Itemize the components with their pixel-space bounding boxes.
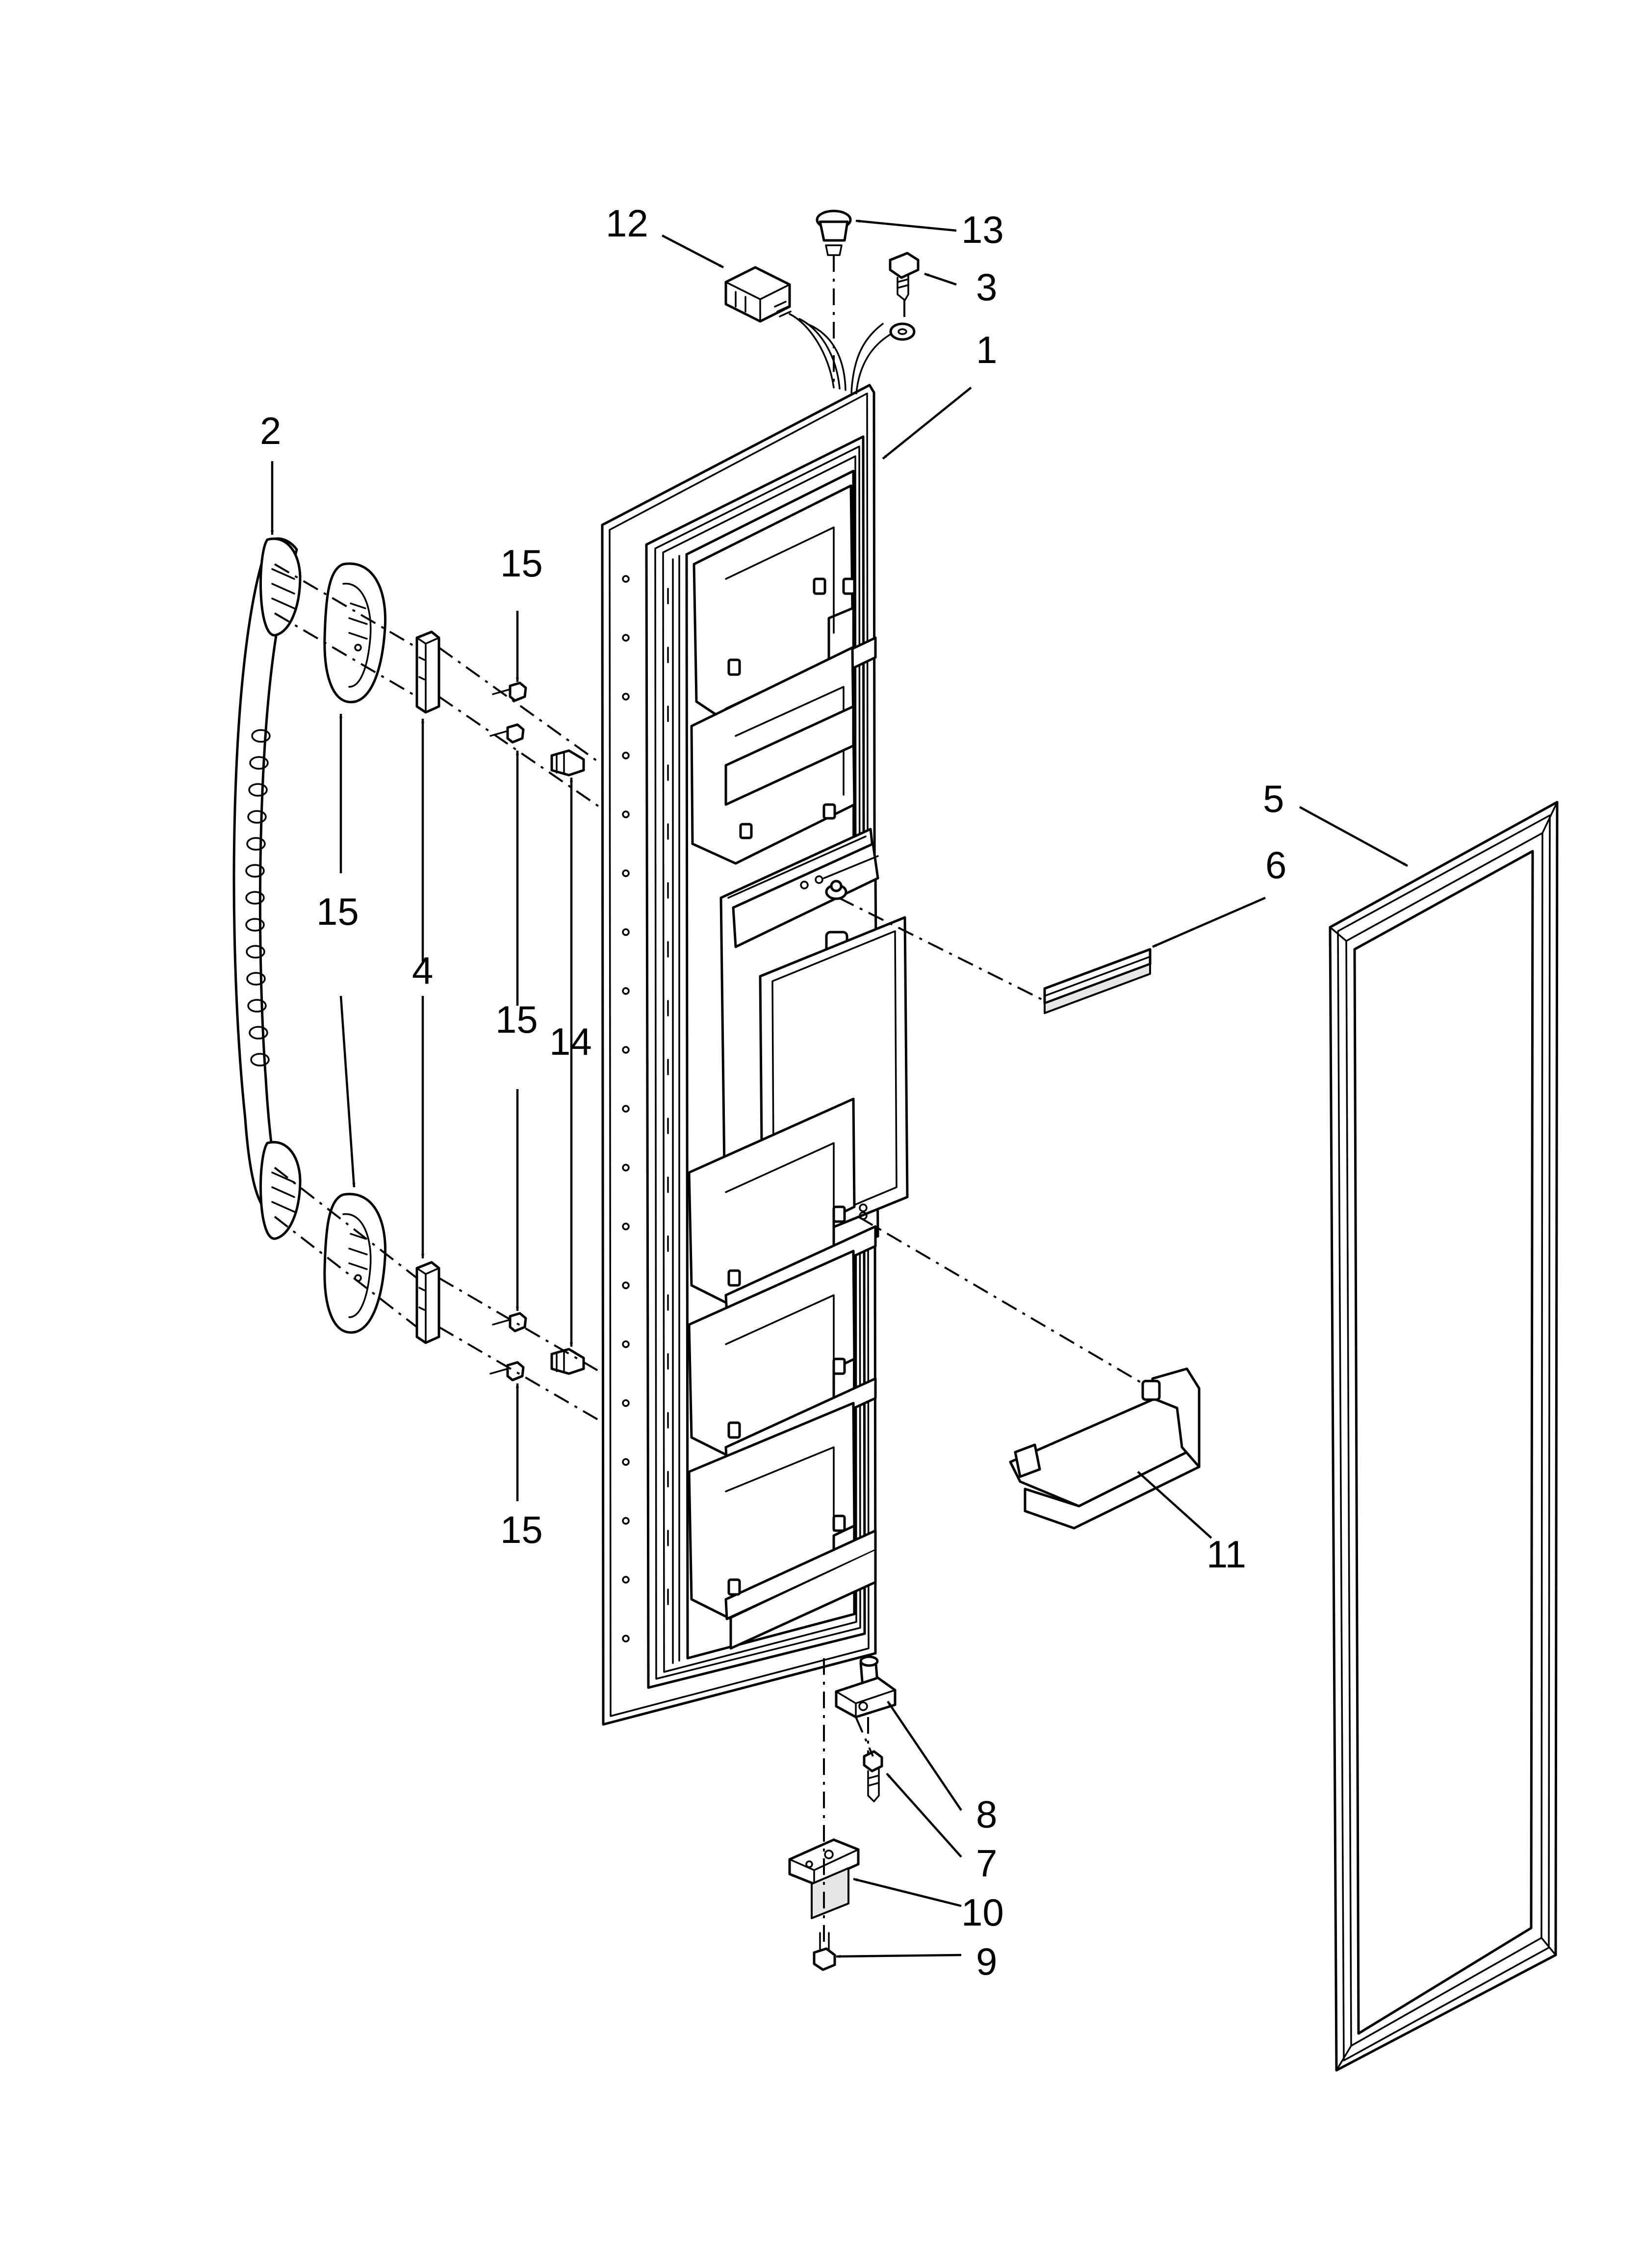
handle-screw-lower-b bbox=[489, 1361, 525, 1382]
callout-6: 6 bbox=[1265, 843, 1286, 886]
hinge-pin bbox=[835, 1655, 897, 1719]
door-handle bbox=[232, 537, 302, 1240]
hinge-bolt bbox=[813, 1932, 836, 1971]
callout-10: 10 bbox=[961, 1891, 1004, 1934]
callout-3: 3 bbox=[976, 265, 997, 309]
door-gasket bbox=[1329, 801, 1559, 2072]
door-rail-studs bbox=[622, 575, 630, 1642]
door-shelf-bin bbox=[1009, 1367, 1201, 1530]
callout-14: 14 bbox=[549, 1020, 592, 1063]
handle-screw-upper-b bbox=[489, 723, 525, 744]
callout-leaders bbox=[270, 219, 1409, 1958]
callout-labels: 12 13 3 1 2 15 15 4 15 14 15 5 6 11 8 7 … bbox=[260, 202, 1286, 1983]
callout-8: 8 bbox=[976, 1793, 997, 1836]
hinge-screw bbox=[863, 1750, 883, 1802]
door-assembly bbox=[601, 313, 916, 1726]
handle-bolt-upper bbox=[550, 749, 585, 777]
door-wiring bbox=[789, 313, 916, 394]
callout-5: 5 bbox=[1263, 777, 1284, 820]
door-bin-lower-3 bbox=[688, 1402, 877, 1650]
callout-4: 4 bbox=[412, 949, 433, 992]
handle-screw-upper-a bbox=[492, 681, 527, 702]
screw-top bbox=[889, 252, 920, 301]
handle-bracket-top bbox=[415, 630, 440, 714]
door-plug bbox=[816, 209, 852, 256]
callout-15-top: 15 bbox=[500, 542, 543, 585]
handle-bolt-lower bbox=[550, 1348, 585, 1375]
handle-bracket-bottom bbox=[415, 1261, 440, 1344]
callout-12: 12 bbox=[606, 202, 648, 245]
callout-2: 2 bbox=[260, 409, 281, 452]
callout-13: 13 bbox=[961, 208, 1004, 251]
callout-16: 15 bbox=[316, 890, 359, 933]
callout-1: 1 bbox=[976, 328, 997, 371]
door-stop-strip bbox=[1043, 948, 1152, 1014]
callout-7: 7 bbox=[976, 1842, 997, 1885]
handle-grip-dimples bbox=[245, 729, 271, 1067]
callout-15-mid: 15 bbox=[495, 998, 538, 1041]
handle-screw-lower-a bbox=[492, 1312, 527, 1332]
callout-9: 9 bbox=[976, 1940, 997, 1983]
door-bin-middle bbox=[690, 646, 856, 865]
callout-15-bottom: 15 bbox=[500, 1508, 543, 1551]
handle-end-cap-top bbox=[323, 562, 387, 704]
callout-11: 11 bbox=[1206, 1533, 1246, 1576]
wire-connector bbox=[724, 266, 792, 323]
handle-end-cap-bottom bbox=[323, 1193, 387, 1334]
